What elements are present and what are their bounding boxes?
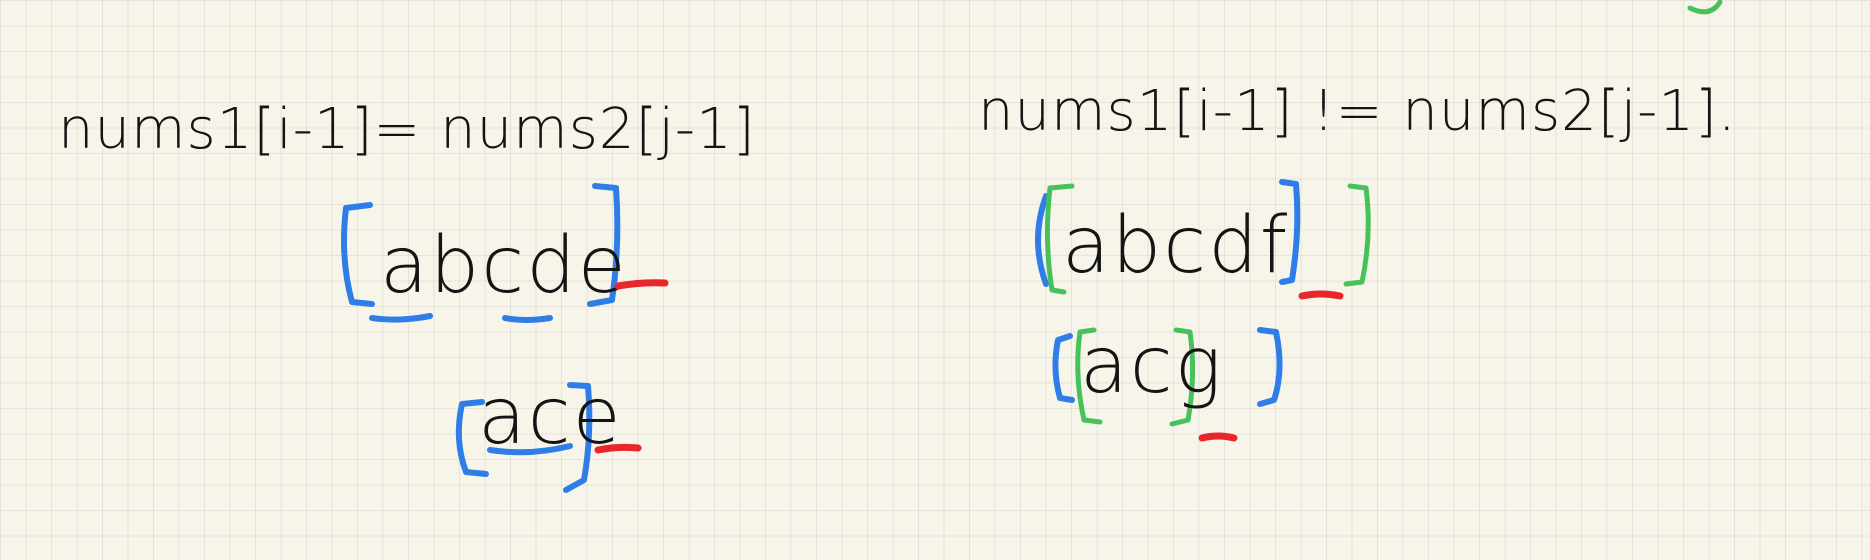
right-word2-blue-bracket-close [1257, 327, 1283, 407]
left-word2-blue-bracket-close [563, 382, 593, 493]
left-word2-blue-bracket-open [455, 399, 489, 477]
left-word1-blue-bracket-open [341, 202, 375, 307]
right-word2-green-bracket-open [1075, 327, 1103, 425]
left-word1-blue-underline [369, 313, 433, 323]
right-word1-blue-bracket-open [1035, 193, 1049, 287]
right-word2-blue-bracket-open [1052, 333, 1075, 403]
right-condition-text: nums1[i-1] != nums2[j-1]. [978, 79, 1737, 144]
left-word2-red-underline [594, 443, 642, 454]
right-word1-red-underline [1298, 290, 1344, 300]
left-word1-blue-bracket-close [587, 183, 621, 307]
right-word1-green-bracket-open [1044, 183, 1075, 295]
right-panel: nums1[i-1] != nums2[j-1]. abcdf acg [978, 79, 1737, 442]
right-word1-green-bracket-close [1343, 183, 1371, 287]
right-word2-text: acg [1080, 321, 1224, 411]
right-word2-green-bracket-close [1169, 327, 1196, 427]
right-word1-text: abcdf [1062, 201, 1289, 291]
left-word1-blue-underline-2 [502, 315, 553, 323]
left-condition-text: nums1[i-1]= nums2[j-1] [58, 97, 756, 162]
right-word1-blue-bracket-close [1279, 179, 1301, 285]
stray-green-stroke [1687, 0, 1723, 15]
right-word2-red-underline [1198, 432, 1238, 442]
left-word1-text: abcde [380, 221, 628, 311]
left-word1-red-underline [614, 279, 669, 290]
left-panel: nums1[i-1]= nums2[j-1] abcde ace [58, 97, 756, 493]
left-word2-blue-underline [487, 443, 573, 456]
